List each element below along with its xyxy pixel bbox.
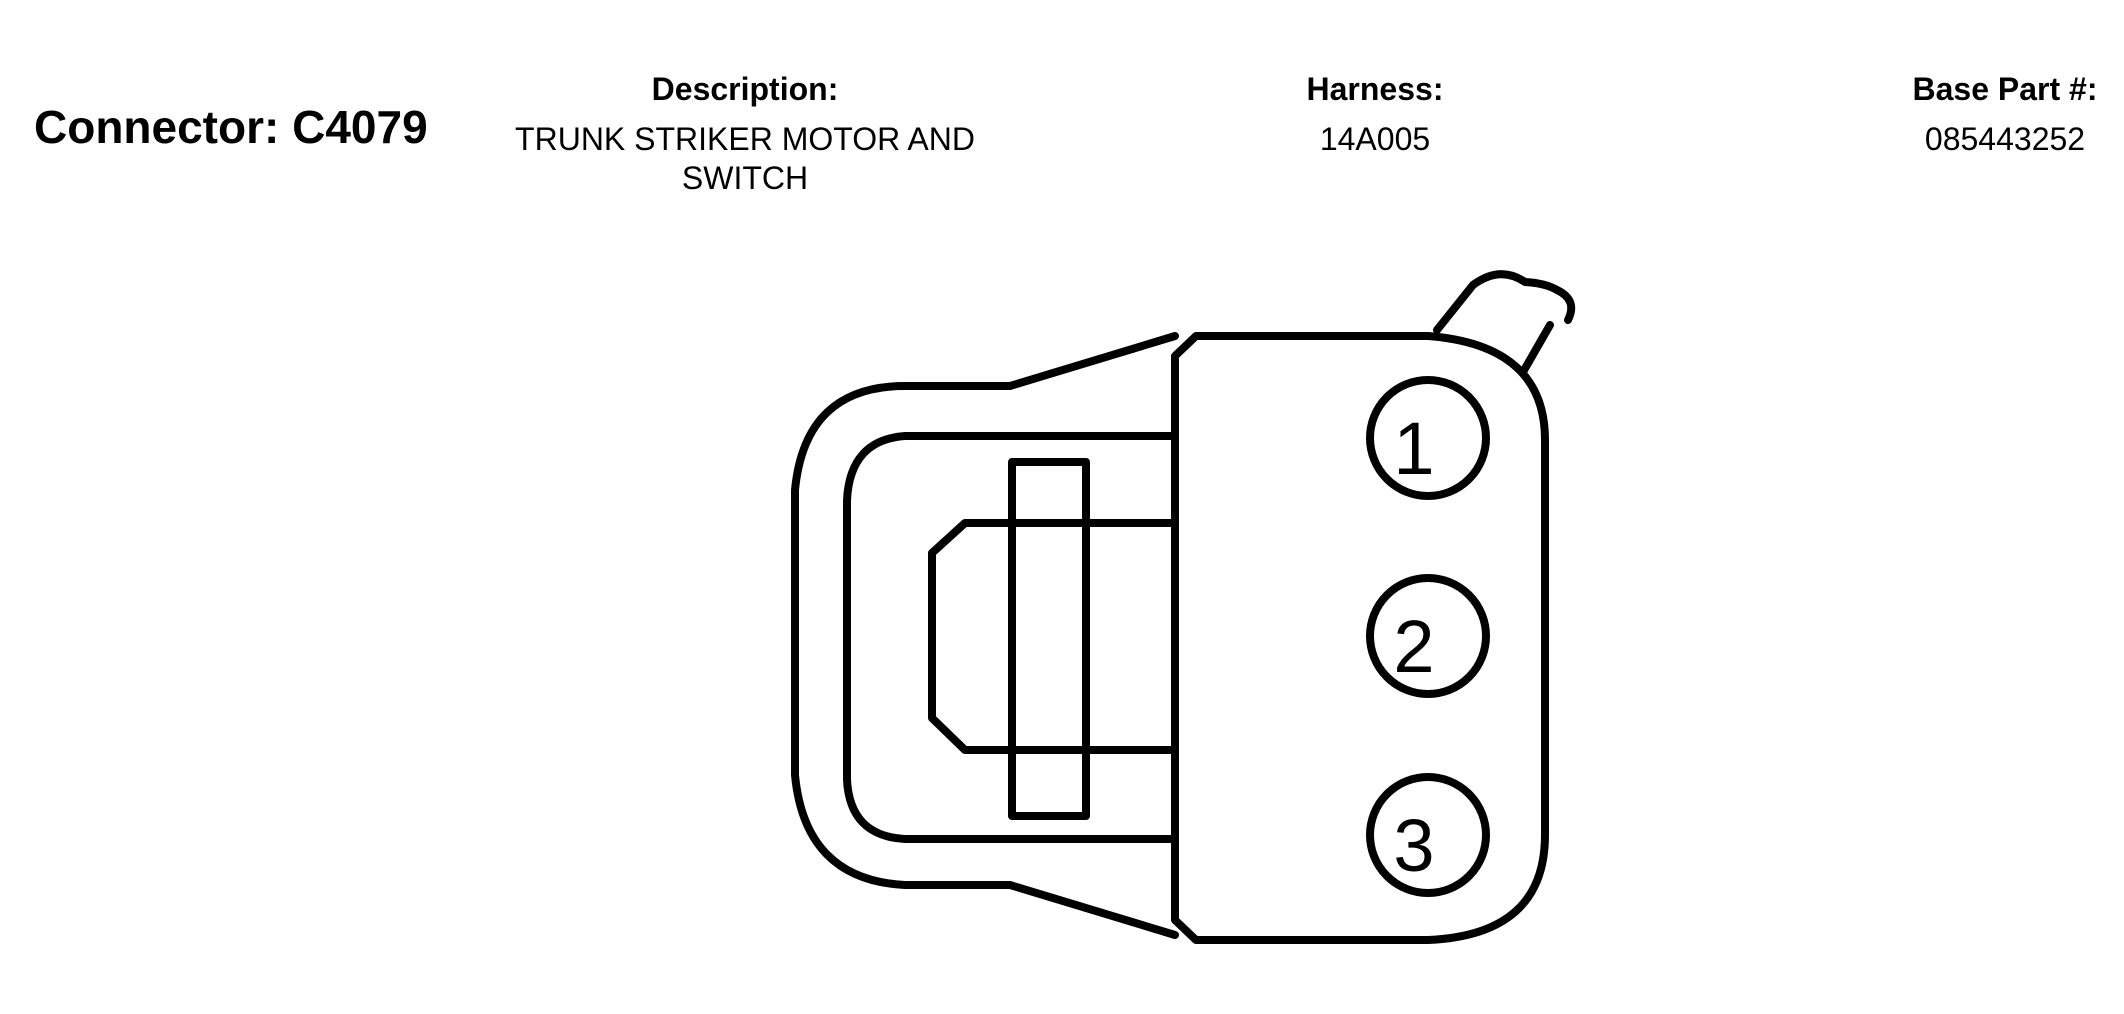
- pin-cavity-1: [1366, 376, 1490, 500]
- description-value: TRUNK STRIKER MOTOR AND SWITCH: [515, 121, 975, 196]
- pin-label-1: 1: [1393, 407, 1434, 490]
- retainer-hook: [1433, 270, 1576, 334]
- retainer-hook-tip: [1519, 321, 1554, 376]
- base-part-value: 085443252: [1924, 121, 2086, 158]
- pin-cavity-3: [1366, 773, 1490, 897]
- base-part-block: Base Part #: 085443252: [1880, 70, 2124, 159]
- connector-title: Connector: C4079: [34, 101, 428, 153]
- pin-cavity-2: [1366, 574, 1490, 698]
- harness-block: Harness: 14A005: [1270, 70, 1480, 159]
- connector-inner-shell: [843, 432, 1179, 843]
- description-label: Description:: [651, 71, 839, 107]
- description-block: Description: TRUNK STRIKER MOTOR AND SWI…: [480, 70, 1010, 197]
- base-part-label: Base Part #:: [1912, 71, 2098, 107]
- pin-label-2: 2: [1393, 605, 1434, 688]
- harness-value: 14A005: [1319, 121, 1431, 158]
- harness-label: Harness:: [1306, 71, 1444, 107]
- connector-outer-shell: [791, 332, 1179, 939]
- connector-front-face: [1171, 332, 1549, 944]
- locking-latch: [1008, 458, 1090, 820]
- locking-tab: [928, 519, 1179, 754]
- pin-label-3: 3: [1393, 804, 1434, 887]
